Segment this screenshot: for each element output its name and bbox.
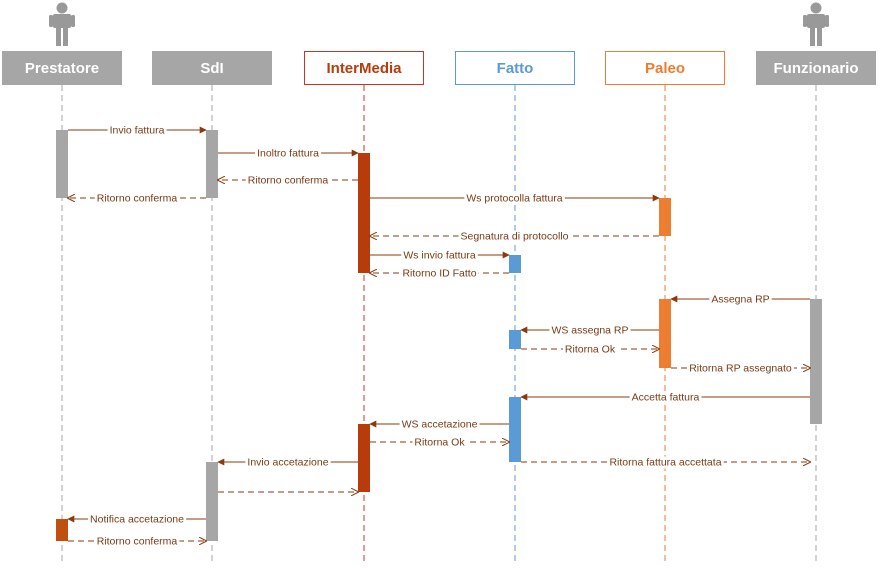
participant-label-fatto: Fatto bbox=[497, 60, 534, 77]
message-label: Ritorno conferma bbox=[248, 175, 329, 187]
message-20: Ritorno conferma bbox=[68, 535, 206, 548]
message-11: Ritorna Ok bbox=[521, 343, 659, 356]
actor-icon-funzionario bbox=[803, 2, 829, 46]
message-6: Segnatura di protocollo bbox=[370, 230, 659, 243]
participant-label-funzionario: Funzionario bbox=[774, 60, 859, 77]
message-16: Ritorna fattura accettata bbox=[521, 456, 810, 469]
message-label: Ritorna Ok bbox=[414, 437, 465, 449]
message-label: Ws invio fattura bbox=[403, 250, 476, 262]
message-label: Invio accetazione bbox=[247, 457, 328, 469]
message-label: Ritorna RP assegnato bbox=[689, 363, 792, 375]
message-label: Assegna RP bbox=[711, 294, 769, 306]
participant-fatto: Fatto bbox=[455, 51, 575, 85]
message-label: Ritorno ID Fatto bbox=[402, 268, 476, 280]
participant-label-intermedia: InterMedia bbox=[326, 60, 402, 77]
participant-label-prestatore: Prestatore bbox=[25, 60, 99, 77]
message-label: Ritorno conferma bbox=[97, 193, 178, 205]
message-15: Ritorna Ok bbox=[370, 436, 509, 449]
message-2: Inoltro fattura bbox=[218, 147, 359, 160]
participant-prestatore: Prestatore bbox=[2, 51, 122, 85]
activation-sdi bbox=[206, 462, 218, 541]
activation-intermedia bbox=[358, 153, 370, 273]
activation-prestatore bbox=[56, 519, 68, 541]
message-7: Ws invio fattura bbox=[370, 249, 510, 262]
message-label: WS assegna RP bbox=[551, 325, 628, 337]
message-3: Ritorno conferma bbox=[218, 174, 358, 187]
actor-icon-prestatore bbox=[49, 2, 75, 46]
message-8: Ritorno ID Fatto bbox=[370, 267, 509, 280]
participant-sdi: SdI bbox=[152, 51, 272, 85]
message-label: Inoltro fattura bbox=[257, 148, 319, 160]
activation-fatto bbox=[509, 397, 521, 462]
message-19: Notifica accetazione bbox=[67, 513, 206, 526]
message-label: Accetta fattura bbox=[632, 392, 700, 404]
message-14: WS accetazione bbox=[369, 418, 509, 431]
participant-funzionario: Funzionario bbox=[756, 51, 876, 85]
activation-paleo bbox=[659, 299, 671, 368]
activation-fatto bbox=[509, 330, 521, 349]
activation-fatto bbox=[509, 255, 521, 273]
activation-sdi bbox=[206, 130, 218, 198]
message-label: Ritorno conferma bbox=[97, 536, 178, 548]
participant-intermedia: InterMedia bbox=[304, 51, 424, 85]
message-4: Ritorno conferma bbox=[68, 192, 206, 205]
message-10: WS assegna RP bbox=[520, 324, 659, 337]
activation-intermedia bbox=[358, 424, 370, 492]
message-label: WS accetazione bbox=[402, 419, 478, 431]
participant-label-paleo: Paleo bbox=[645, 60, 685, 77]
participant-paleo: Paleo bbox=[605, 51, 725, 85]
message-9: Assegna RP bbox=[670, 293, 810, 306]
message-label: Ritorna fattura accettata bbox=[609, 457, 721, 469]
message-label: Segnatura di protocollo bbox=[461, 231, 569, 243]
message-5: Ws protocolla fattura bbox=[370, 192, 660, 205]
message-label: Notifica accetazione bbox=[90, 514, 184, 526]
activation-funzionario bbox=[810, 299, 822, 424]
message-label: Ws protocolla fattura bbox=[466, 193, 562, 205]
message-12: Ritorna RP assegnato bbox=[671, 362, 810, 375]
activation-prestatore bbox=[56, 130, 68, 198]
participant-label-sdi: SdI bbox=[200, 60, 223, 77]
message-1: Invio fattura bbox=[68, 124, 207, 137]
message-17: Invio accetazione bbox=[217, 456, 358, 469]
activation-paleo bbox=[659, 198, 671, 236]
message-label: Invio fattura bbox=[110, 125, 165, 137]
message-label: Ritorna Ok bbox=[565, 344, 616, 356]
message-13: Accetta fattura bbox=[520, 391, 810, 404]
